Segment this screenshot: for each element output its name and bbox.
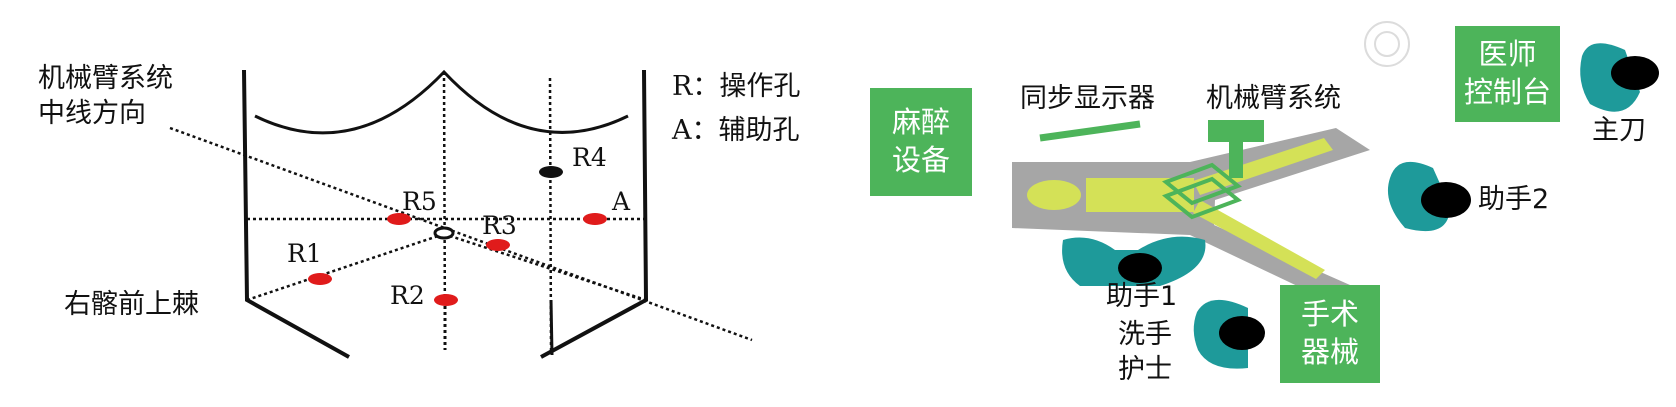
port-r2 — [434, 294, 458, 306]
legend-operating-port: R：操作孔 — [672, 71, 801, 102]
nurse-label: 洗手 护士 — [1118, 319, 1172, 385]
assistant2-label: 助手2 — [1478, 184, 1550, 215]
midline-axis-label: 机械臂系统 中线方向 — [38, 63, 173, 129]
robot-arm-icon — [1162, 120, 1264, 220]
port-label-r1: R1 — [287, 239, 322, 268]
port-label-r3: R3 — [482, 211, 517, 240]
assistant1-label: 助手1 — [1106, 281, 1178, 312]
port-label-r5: R5 — [402, 187, 437, 216]
sync-display-bar — [1039, 120, 1141, 142]
port-label-r4: R4 — [572, 143, 607, 172]
midline-axis — [169, 126, 753, 342]
sync-display-label: 同步显示器 — [1020, 83, 1155, 114]
port-r5 — [387, 213, 411, 225]
console-box: 医师 控制台 — [1455, 26, 1560, 122]
watermark-logo — [1364, 21, 1410, 67]
patient-figure — [1027, 138, 1333, 279]
dotted-guides — [169, 71, 753, 351]
port-r1 — [308, 273, 332, 285]
robot-arm-label: 机械臂系统 — [1206, 83, 1341, 114]
umbilicus-marker — [433, 226, 455, 240]
hand-icons — [1062, 43, 1659, 369]
instruments-box: 手术 器械 — [1280, 285, 1380, 383]
anesthesia-box: 麻醉 设备 — [870, 88, 972, 196]
port-a — [583, 213, 607, 225]
main-surgeon-label: 主刀 — [1592, 115, 1646, 146]
port-r4 — [539, 166, 563, 178]
port-r3 — [486, 239, 510, 251]
port-label-r2: R2 — [390, 281, 425, 310]
port-label-a: A — [612, 187, 631, 216]
legend-assist-port: A：辅助孔 — [672, 115, 800, 146]
landmark-label: 右髂前上棘 — [64, 289, 199, 320]
